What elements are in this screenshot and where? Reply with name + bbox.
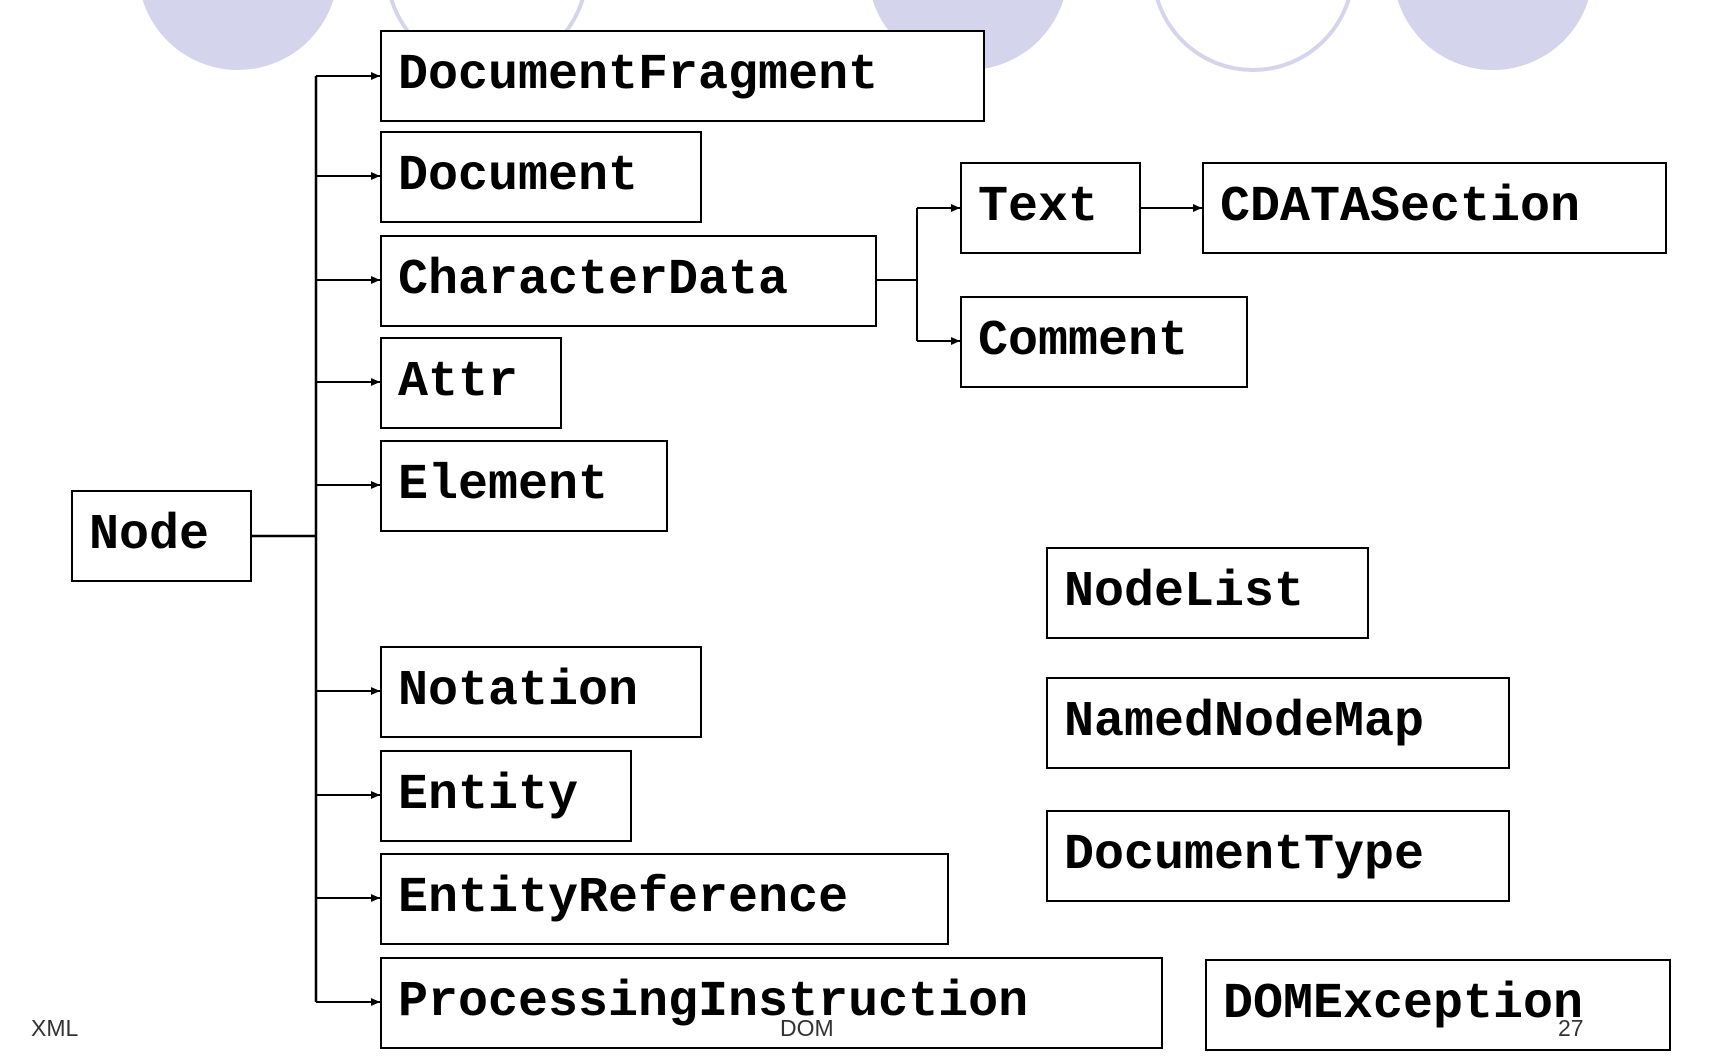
- node-box-comment: Comment: [960, 296, 1248, 388]
- node-label: NamedNodeMap: [1064, 694, 1425, 751]
- decor-circle: [142, 0, 334, 70]
- node-label: DocumentType: [1064, 827, 1425, 884]
- node-label: DOMException: [1223, 976, 1584, 1033]
- decor-circle: [1155, 0, 1351, 72]
- node-box-document-fragment: DocumentFragment: [380, 30, 985, 122]
- node-label: Attr: [398, 354, 519, 411]
- node-label: CDATASection: [1220, 179, 1581, 236]
- node-box-element: Element: [380, 440, 668, 532]
- footer-left-label: XML: [31, 1015, 79, 1041]
- footer-center-label: DOM: [780, 1015, 834, 1041]
- node-box-processing-instruction: ProcessingInstruction: [380, 957, 1163, 1049]
- node-label: Document: [398, 148, 639, 205]
- node-label: Entity: [398, 767, 579, 824]
- node-box-dom-exception: DOMException: [1205, 959, 1671, 1051]
- node-label: CharacterData: [398, 252, 789, 309]
- node-label: ProcessingInstruction: [398, 974, 1029, 1031]
- node-box-document-type: DocumentType: [1046, 810, 1510, 902]
- node-box-entity: Entity: [380, 750, 632, 842]
- node-box-node-list: NodeList: [1046, 547, 1369, 639]
- node-box-node: Node: [71, 490, 252, 582]
- node-box-character-data: CharacterData: [380, 235, 877, 327]
- node-box-document: Document: [380, 131, 702, 223]
- node-label: Node: [89, 507, 210, 564]
- node-label: Comment: [978, 313, 1189, 370]
- node-label: Text: [978, 179, 1099, 236]
- node-label: DocumentFragment: [398, 47, 879, 104]
- node-box-text: Text: [960, 162, 1141, 254]
- node-box-cdata-section: CDATASection: [1202, 162, 1667, 254]
- page-number: 27: [1558, 1015, 1584, 1041]
- node-label: EntityReference: [398, 870, 849, 927]
- node-box-named-node-map: NamedNodeMap: [1046, 677, 1510, 769]
- node-box-notation: Notation: [380, 646, 702, 738]
- decor-circle: [1397, 0, 1589, 70]
- node-label: Notation: [398, 663, 639, 720]
- node-box-entity-reference: EntityReference: [380, 853, 949, 945]
- node-label: NodeList: [1064, 564, 1305, 621]
- node-box-attr: Attr: [380, 337, 562, 429]
- node-label: Element: [398, 457, 609, 514]
